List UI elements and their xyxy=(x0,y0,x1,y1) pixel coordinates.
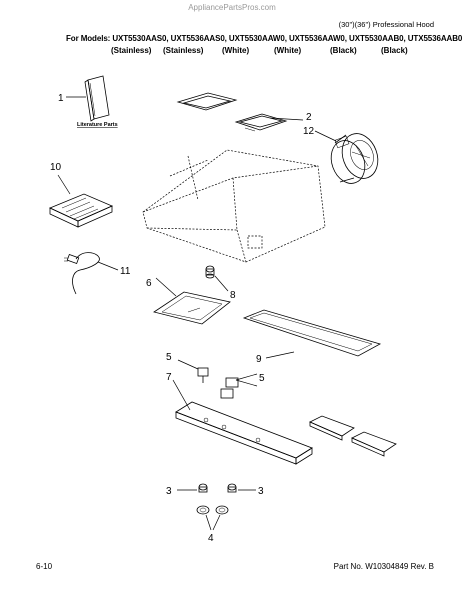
leader-line xyxy=(177,359,199,370)
bezel-left xyxy=(196,505,210,515)
grease-filter xyxy=(153,291,231,325)
light-cover-right xyxy=(351,431,397,457)
finish-label: (White) xyxy=(274,46,302,55)
finish-label: (White) xyxy=(222,46,250,55)
callout-6: 6 xyxy=(146,278,152,289)
leader-line xyxy=(235,379,258,387)
leader-line xyxy=(97,261,119,271)
callout-5a: 5 xyxy=(166,352,172,363)
callout-9: 9 xyxy=(256,354,262,365)
part-number: Part No. W10304849 Rev. B xyxy=(333,562,434,571)
callout-3b: 3 xyxy=(258,486,264,497)
leader-line xyxy=(212,514,221,531)
callout-12: 12 xyxy=(303,126,315,137)
callout-11: 11 xyxy=(120,266,131,277)
finish-label: (Stainless) xyxy=(163,46,204,55)
switch-upper xyxy=(197,367,209,383)
callout-1: 1 xyxy=(58,93,64,104)
small-knob xyxy=(205,265,215,279)
callout-10: 10 xyxy=(50,162,62,173)
callout-4: 4 xyxy=(208,533,214,544)
control-panel xyxy=(175,401,313,465)
models-line: For Models: UXT5530AAS0, UXT5536AAS0, UX… xyxy=(66,34,463,43)
leader-line xyxy=(269,117,304,121)
callout-3a: 3 xyxy=(166,486,172,497)
finish-label: (Black) xyxy=(381,46,408,55)
leader-line xyxy=(172,379,191,411)
mounting-bracket xyxy=(176,92,288,132)
light-cover-left xyxy=(309,415,355,441)
callout-7: 7 xyxy=(166,372,172,383)
blower-motor xyxy=(330,133,379,184)
leader-line xyxy=(57,174,71,195)
leader-line xyxy=(235,373,258,381)
leader-line xyxy=(155,277,177,297)
control-board xyxy=(49,193,114,228)
leader-line xyxy=(265,351,295,359)
callout-2: 2 xyxy=(306,112,312,123)
finish-label: (Black) xyxy=(330,46,357,55)
leader-line xyxy=(214,275,229,292)
literature-booklet xyxy=(84,75,110,122)
leader-line xyxy=(314,130,337,142)
knob-right xyxy=(227,483,237,493)
power-cord xyxy=(64,252,100,295)
hood-type-label: (30")(36") Professional Hood xyxy=(338,20,434,29)
hood-housing xyxy=(142,149,326,263)
callout-8: 8 xyxy=(230,290,236,301)
bezel-right xyxy=(215,505,229,515)
finish-label: (Stainless) xyxy=(111,46,152,55)
leader-line xyxy=(205,514,212,531)
watermark: AppliancePartsPros.com xyxy=(188,3,276,12)
trim-strip xyxy=(242,309,382,357)
switch-lower xyxy=(220,377,239,399)
callout-5b: 5 xyxy=(259,373,265,384)
literature-label: Literature Parts xyxy=(77,122,118,128)
page-number: 6-10 xyxy=(36,562,53,571)
knob-left xyxy=(198,483,208,493)
